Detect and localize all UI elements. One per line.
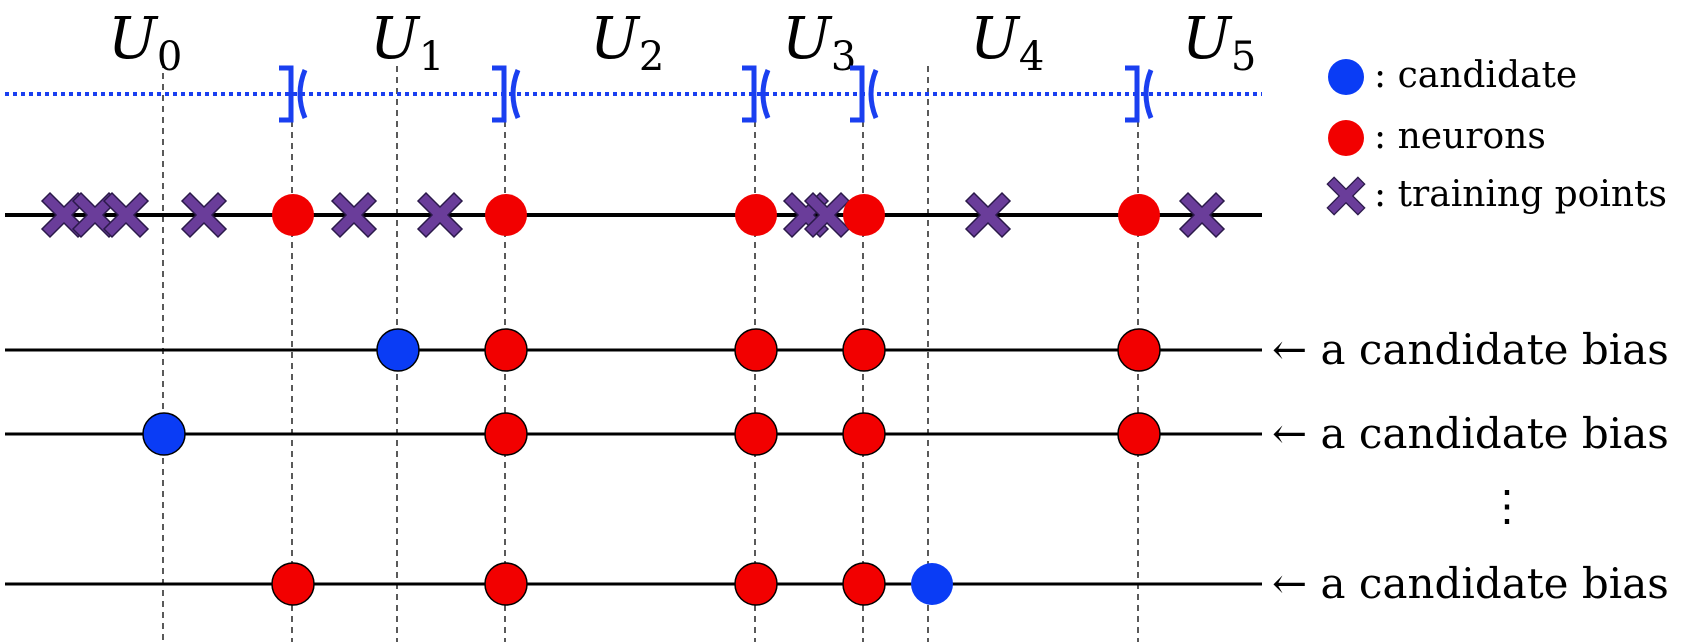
legend-neuron-swatch bbox=[1328, 120, 1364, 156]
neuron-marker bbox=[485, 194, 527, 236]
interval-bracket-1 bbox=[279, 65, 308, 123]
region-labels: U0 U1 U2 U3 U4 U5 bbox=[108, 4, 1256, 80]
candidate-marker bbox=[142, 412, 186, 456]
neuron-marker bbox=[842, 412, 886, 456]
neuron-marker bbox=[1117, 412, 1161, 456]
neuron-marker bbox=[734, 562, 778, 606]
neuron-marker bbox=[271, 562, 315, 606]
training-point-marker bbox=[1178, 191, 1226, 239]
region-label-u4: U4 bbox=[970, 4, 1044, 80]
legend-neurons-label: : neurons bbox=[1374, 116, 1546, 157]
neuron-marker bbox=[484, 328, 528, 372]
interval-bracket-4 bbox=[850, 65, 879, 123]
region-label-u0: U0 bbox=[108, 4, 182, 80]
neuron-marker bbox=[734, 412, 778, 456]
region-label-u3: U3 bbox=[782, 4, 856, 80]
training-axis-row bbox=[5, 191, 1262, 239]
neuron-marker bbox=[484, 412, 528, 456]
training-point-marker bbox=[102, 191, 150, 239]
region-label-u5: U5 bbox=[1182, 4, 1256, 80]
vertical-ellipsis: ⋮ bbox=[1486, 481, 1528, 530]
region-label-u1: U1 bbox=[370, 4, 444, 80]
vertical-guides bbox=[162, 62, 1139, 642]
candidate-marker bbox=[911, 563, 953, 605]
interval-bracket-5 bbox=[1125, 65, 1154, 123]
legend-candidate-label: : candidate bbox=[1374, 55, 1577, 96]
neuron-marker bbox=[842, 562, 886, 606]
candidate-row-3: ← a candidate bias bbox=[5, 559, 1669, 608]
candidate-bias-label: ← a candidate bias bbox=[1272, 325, 1669, 374]
interval-bracket-2 bbox=[492, 65, 521, 123]
interval-line bbox=[5, 65, 1262, 123]
candidate-row-1: ← a candidate bias bbox=[5, 325, 1669, 374]
neuron-marker bbox=[272, 194, 314, 236]
legend-training-swatch bbox=[1326, 176, 1366, 216]
interval-bracket-3 bbox=[742, 65, 771, 123]
neuron-marker bbox=[843, 194, 885, 236]
candidate-row-2: ← a candidate bias bbox=[5, 409, 1669, 458]
legend: : candidate : neurons : training points bbox=[1326, 55, 1667, 216]
training-point-marker bbox=[416, 191, 464, 239]
region-label-u2: U2 bbox=[590, 4, 664, 80]
candidate-bias-label: ← a candidate bias bbox=[1272, 559, 1669, 608]
candidate-bias-label: ← a candidate bias bbox=[1272, 409, 1669, 458]
neuron-marker bbox=[1118, 194, 1160, 236]
legend-candidate-swatch bbox=[1328, 59, 1364, 95]
training-point-marker bbox=[180, 191, 228, 239]
legend-training-label: : training points bbox=[1374, 174, 1667, 215]
candidate-marker bbox=[376, 328, 420, 372]
neuron-marker bbox=[734, 328, 778, 372]
neuron-marker bbox=[735, 194, 777, 236]
neuron-marker bbox=[842, 328, 886, 372]
neuron-marker bbox=[1117, 328, 1161, 372]
neuron-marker bbox=[484, 562, 528, 606]
training-point-marker bbox=[330, 191, 378, 239]
training-point-marker bbox=[964, 191, 1012, 239]
